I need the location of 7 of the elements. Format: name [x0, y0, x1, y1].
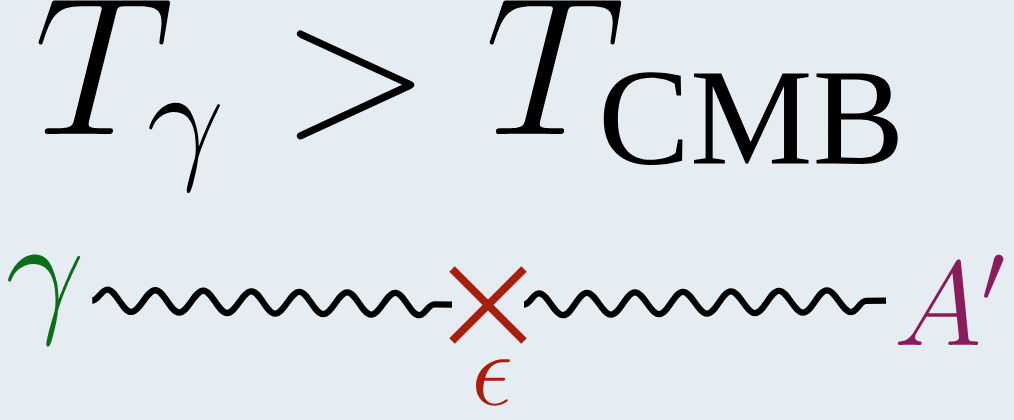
- coupling-label: $\epsilon$: [476, 359, 510, 406]
- particle-symbol: $\gamma$: [8, 254, 81, 347]
- particle-symbol: $A'$: [897, 254, 1004, 345]
- photon-line: [90, 286, 453, 319]
- vertex-cross: [448, 265, 528, 345]
- title-formula: $T_\gamma > T_{\mathrm{CMB}}$: [38, 0, 898, 194]
- photon-line: [522, 287, 887, 319]
